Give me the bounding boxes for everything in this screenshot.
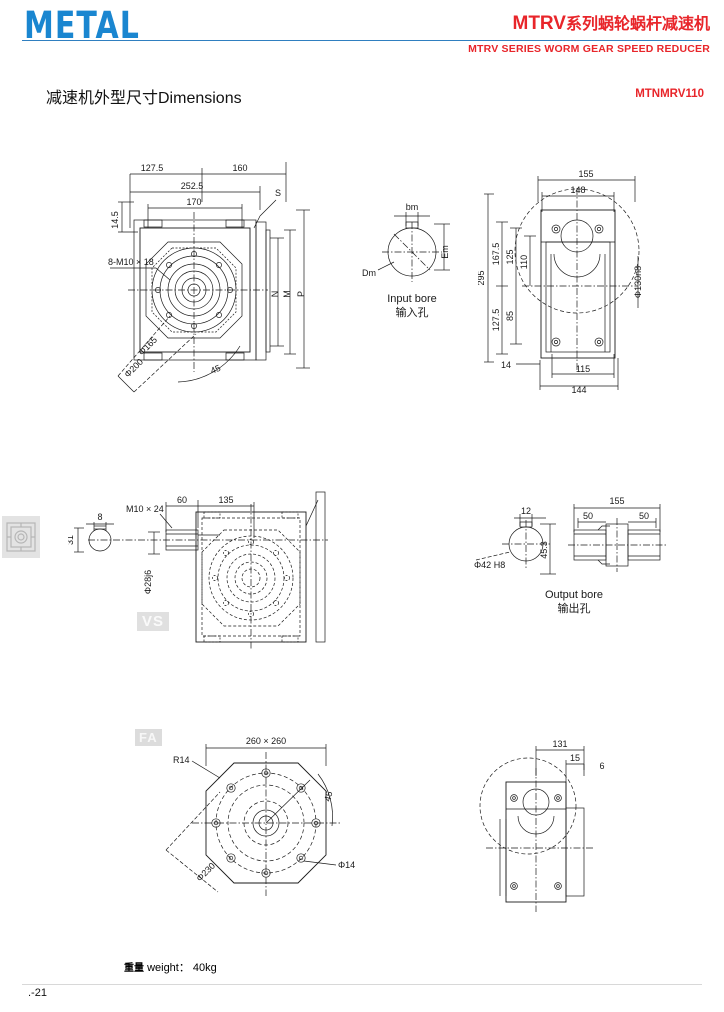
dim-angle-45b: 45	[322, 790, 334, 802]
dim-phi130n8: Φ130n8	[633, 266, 643, 298]
dim-r14: R14	[173, 755, 190, 765]
footer-divider	[22, 984, 702, 985]
model-code-label: MTNMRV110	[635, 88, 704, 100]
caption-output-bore-cn: 输出孔	[558, 601, 591, 615]
drawing-input-bore: bm Em Dm Input bore 输入孔	[360, 196, 480, 326]
dim-6: 6	[599, 761, 604, 771]
dim-85: 85	[505, 311, 515, 321]
label-M: M	[282, 290, 292, 298]
dim-125: 125	[505, 249, 515, 264]
header-product-subtitle-en: MTRV SERIES WORM GEAR SPEED REDUCER	[468, 43, 710, 55]
watermark-fa: FA	[135, 729, 162, 746]
drawing-front-view: 127.5 160 252.5 170 14.5 8-M10 × 18 Φ165…	[108, 150, 348, 400]
weight-label-en: weight：	[147, 962, 190, 974]
watermark-vs: VS	[137, 612, 170, 631]
dim-31: 31	[68, 535, 75, 545]
caption-input-bore-cn: 输入孔	[396, 305, 429, 319]
dim-110: 110	[519, 255, 529, 269]
dim-155b: 155	[609, 496, 624, 506]
dim-148: 148	[570, 185, 585, 195]
caption-input-bore-en: Input bore	[387, 293, 437, 305]
header-divider	[22, 40, 702, 41]
dim-60: 60	[177, 495, 187, 505]
dim-115: 115	[576, 364, 590, 374]
dim-14-5: 14.5	[110, 211, 120, 229]
dim-127-5b: 127.5	[491, 309, 501, 332]
dim-127-5: 127.5	[141, 163, 164, 173]
drawing-side-view: 155 148 295 167.5 127.5 125 85 110 Φ130n…	[478, 158, 668, 393]
caption-output-bore-en: Output bore	[545, 589, 603, 601]
label-P: P	[296, 291, 306, 297]
dim-170: 170	[186, 197, 201, 207]
drawing-flange-face: 260 × 260 R14 Φ230 Φ14 45	[158, 730, 388, 920]
dim-12: 12	[521, 506, 531, 516]
dim-dm: Dm	[362, 268, 376, 278]
dim-295: 295	[478, 270, 486, 285]
dim-em: Em	[440, 245, 450, 259]
dim-167-5: 167.5	[491, 243, 501, 266]
dim-155: 155	[578, 169, 593, 179]
dim-252-5: 252.5	[181, 181, 204, 191]
dim-144: 144	[571, 385, 586, 393]
dim-angle-45: 45	[209, 363, 222, 376]
dim-phi42h8: Φ42 H8	[474, 560, 505, 570]
page-title: 减速机外型尺寸Dimensions	[46, 90, 242, 107]
label-S: S	[275, 188, 281, 198]
dim-50a: 50	[583, 511, 593, 521]
header-product-title-cn: MTRV系列蜗轮蜗杆减速机	[513, 10, 711, 35]
dim-14: 14	[501, 360, 511, 370]
drawing-top-view: 8 31 M10 × 24 60 135 Φ28j6	[68, 478, 388, 658]
dim-phi14: Φ14	[338, 860, 355, 870]
header-title-latin: MTRV	[512, 13, 566, 34]
dim-135: 135	[218, 495, 233, 505]
header-title-han: 系列蜗轮蜗杆减速机	[565, 14, 710, 33]
dim-phi230: Φ230	[194, 861, 217, 884]
dim-45-3: 45.3	[539, 541, 549, 559]
dim-phi28j6: Φ28j6	[143, 570, 153, 594]
dim-131: 131	[552, 739, 567, 749]
dim-8: 8	[97, 512, 102, 522]
drawing-output-bore: 12 45.3 Φ42 H8 155 50 50 Output bore 输出孔	[474, 482, 674, 622]
gear-badge-icon	[2, 516, 40, 558]
dim-bm: bm	[406, 202, 419, 212]
weight-label-cn: 重量	[124, 963, 144, 974]
dim-260x260: 260 × 260	[246, 736, 286, 746]
dim-m10x24: M10 × 24	[126, 504, 164, 514]
weight-value: 40kg	[192, 962, 217, 974]
brand-logo: METAL	[24, 4, 140, 48]
page-number: .-21	[28, 987, 47, 999]
label-N: N	[270, 291, 280, 298]
dim-160: 160	[232, 163, 247, 173]
dim-15: 15	[570, 753, 580, 763]
weight-note: 重量 weight： 40kg	[124, 959, 217, 975]
dim-50b: 50	[639, 511, 649, 521]
page-header: METAL MTRV系列蜗轮蜗杆减速机 MTRV SERIES WORM GEA…	[0, 0, 724, 62]
dim-8-m10x18: 8-M10 × 18	[108, 257, 154, 267]
drawing-rear-view: 131 15 6	[470, 736, 650, 921]
